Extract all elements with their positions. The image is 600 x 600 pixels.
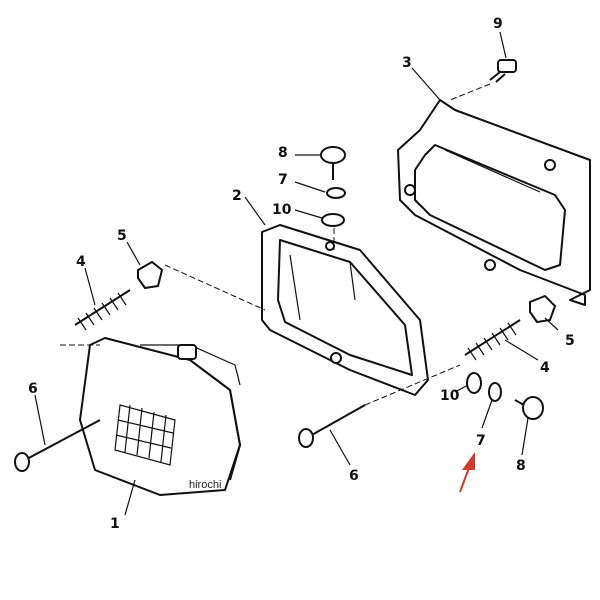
headlight-part-1 xyxy=(79,337,241,496)
grommet-part-5-left xyxy=(137,260,164,290)
watermark-text: hirochi xyxy=(189,479,221,491)
label-7-right: 7 xyxy=(476,433,486,449)
label-3: 3 xyxy=(402,55,412,71)
washer-part-7-top xyxy=(326,187,346,199)
label-9: 9 xyxy=(493,16,503,32)
bolt-part-9 xyxy=(449,59,517,101)
label-10-top: 10 xyxy=(272,202,292,218)
label-2: 2 xyxy=(232,188,242,204)
label-4-left: 4 xyxy=(76,254,86,270)
label-1: 1 xyxy=(110,516,120,532)
screw-part-8-right xyxy=(514,396,544,420)
label-5-right: 5 xyxy=(565,333,575,349)
spring-part-4-left xyxy=(74,289,131,331)
label-6-center: 6 xyxy=(349,468,359,484)
spring-part-4-right xyxy=(464,319,521,361)
frame-part-2 xyxy=(261,224,429,396)
label-10-right: 10 xyxy=(440,388,460,404)
leader-lines xyxy=(34,31,559,516)
label-8-right: 8 xyxy=(516,458,526,474)
label-7-top: 7 xyxy=(278,172,288,188)
screw-part-6-left xyxy=(14,419,101,472)
washer-part-10-right xyxy=(466,372,482,394)
label-6-left: 6 xyxy=(28,381,38,397)
label-4-right: 4 xyxy=(540,360,550,376)
screw-part-8-top xyxy=(320,146,346,180)
bracket-part-3 xyxy=(397,99,591,306)
screw-part-6-center xyxy=(298,364,461,448)
washer-part-10-top xyxy=(321,213,345,227)
washer-part-7-right xyxy=(488,382,502,402)
label-5-left: 5 xyxy=(117,228,127,244)
grommet-part-5-right xyxy=(529,294,557,324)
label-8-top: 8 xyxy=(278,145,288,161)
red-arrow-indicator xyxy=(459,452,475,493)
